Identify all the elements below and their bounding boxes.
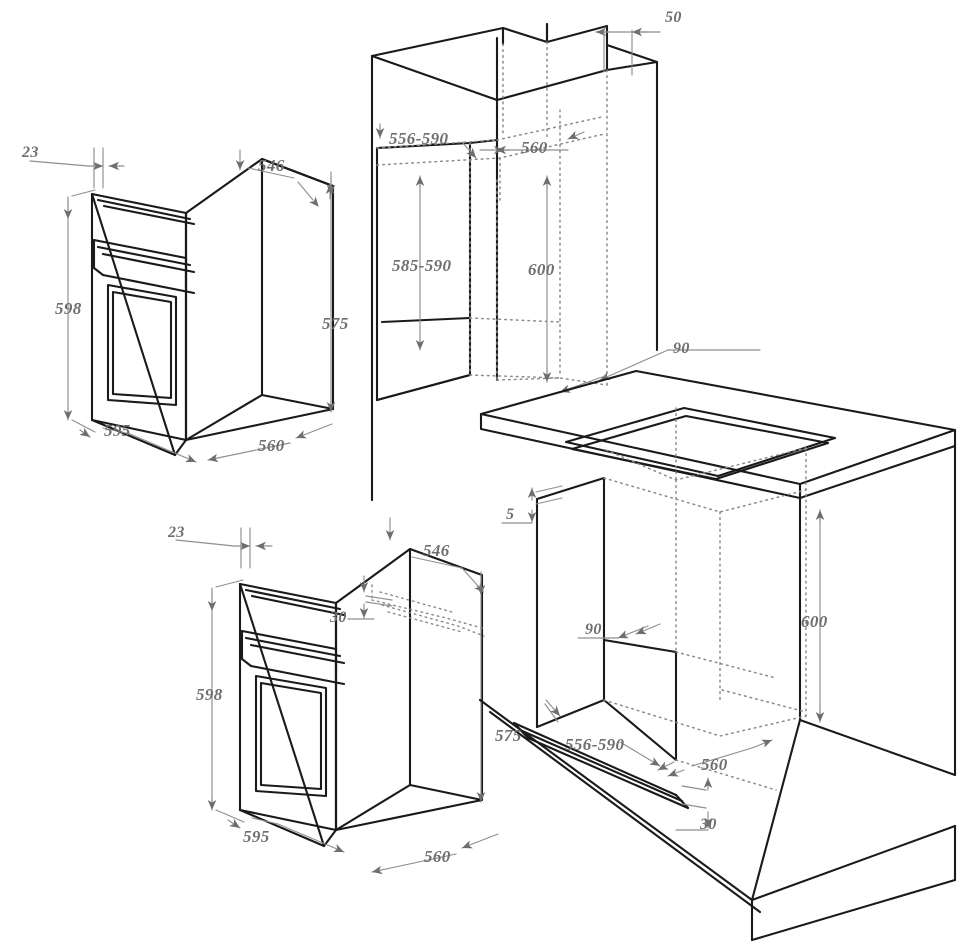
dimension-label: 546	[258, 156, 285, 175]
dimension-label: 598	[196, 685, 223, 704]
dimension-label: 23	[22, 144, 39, 161]
dimension-label: 90	[673, 340, 690, 357]
dimension-label: 5	[506, 506, 515, 523]
dimension-label: 595	[104, 421, 131, 440]
dimension-label: 560	[258, 436, 285, 455]
dimension-label: 575	[322, 314, 349, 333]
dimension-label: 30	[700, 816, 717, 833]
hidden-lines-oven-bottom	[371, 584, 485, 637]
dimension-label: 575	[495, 726, 522, 745]
dimension-label: 600	[801, 612, 828, 631]
hidden-lines-cabinet-top	[376, 41, 608, 386]
dimension-label: 30	[330, 609, 347, 626]
dimension-label: 560	[424, 847, 451, 866]
dimension-label: 90	[585, 621, 602, 638]
hidden-lines-cabinet-bottom	[603, 407, 807, 791]
dimension-label: 595	[243, 827, 270, 846]
dims-oven-bottom-left	[175, 517, 499, 875]
dimension-label: 600	[528, 260, 555, 279]
view-oven-top-left	[90, 157, 335, 457]
view-cabinet-bottom-right	[478, 369, 957, 942]
dimension-label: 560	[701, 755, 728, 774]
dims-oven-top-left	[29, 147, 336, 463]
dimension-label: 556-590	[565, 735, 625, 754]
dimension-label: 23	[168, 524, 185, 541]
dims-cabinet-bottom-right	[501, 485, 825, 831]
view-oven-bottom-left	[238, 547, 484, 848]
dimension-label: 556-590	[389, 129, 449, 148]
dimension-label: 546	[423, 541, 450, 560]
dimension-label: 598	[55, 299, 82, 318]
dimension-label: 585-590	[392, 256, 452, 275]
dimension-label: 50	[665, 9, 682, 26]
dims-cabinet-top-center	[375, 27, 761, 393]
dimension-label: 560	[521, 138, 548, 157]
